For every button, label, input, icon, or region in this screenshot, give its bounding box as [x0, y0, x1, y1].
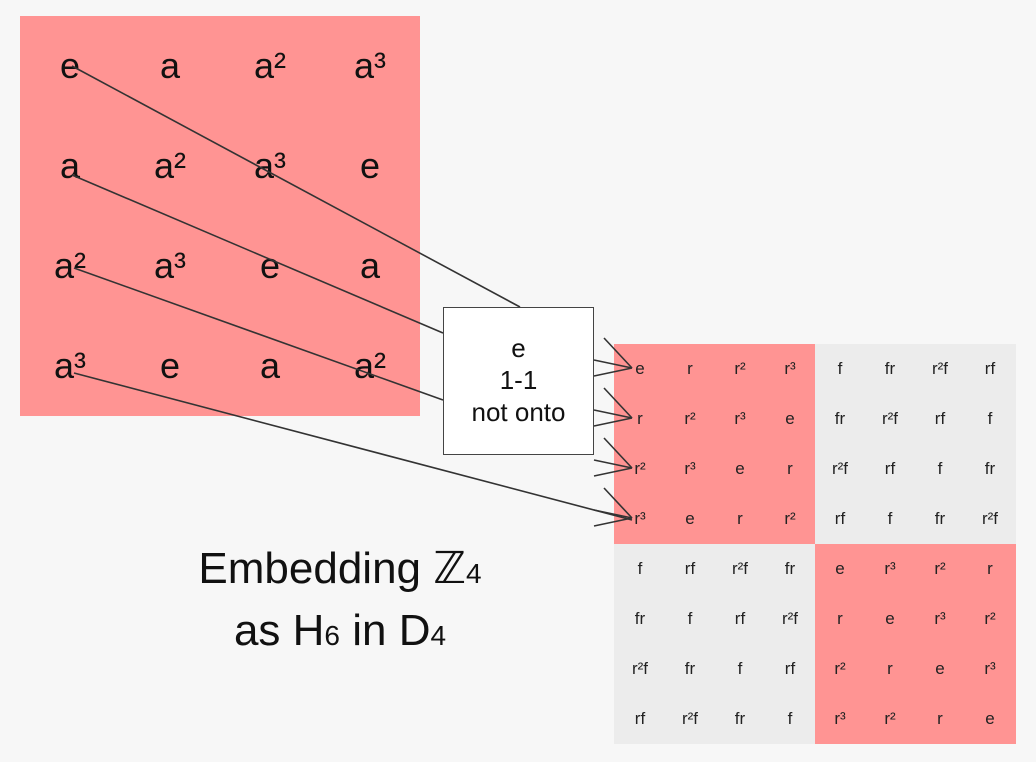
- d4-cell-0-2: r²: [734, 359, 746, 378]
- d4-cell-7-4: r³: [834, 709, 846, 728]
- d4-cell-0-0: e: [635, 359, 645, 378]
- d4-cell-6-2: f: [737, 659, 743, 678]
- caption-line-2: as H6 in D4: [233, 605, 447, 655]
- d4-cell-1-1: r²: [684, 409, 696, 428]
- z4-cell-3-0: a³: [53, 345, 86, 386]
- d4-cell-2-0: r²: [634, 459, 646, 478]
- d4-cell-4-2: r²f: [731, 559, 749, 578]
- d4-cell-1-4: fr: [834, 409, 846, 428]
- map-label-line-3: not onto: [471, 396, 566, 427]
- d4-cell-2-7: fr: [984, 459, 996, 478]
- d4-cell-4-1: rf: [684, 559, 696, 578]
- d4-cell-4-3: fr: [784, 559, 796, 578]
- z4-cell-3-1: e: [159, 345, 181, 386]
- z4-cell-0-3: a³: [353, 45, 386, 86]
- d4-cell-3-0: r³: [634, 509, 646, 528]
- d4-cell-6-4: r²: [834, 659, 846, 678]
- z4-cell-0-1: a: [159, 45, 181, 86]
- d4-cell-7-1: r²f: [681, 709, 699, 728]
- caption-line-1: Embedding ℤ4: [198, 544, 482, 593]
- z4-cell-1-0: a: [59, 145, 81, 186]
- d4-cell-7-3: f: [787, 709, 793, 728]
- d4-cell-0-1: r: [687, 359, 693, 378]
- d4-cell-6-3: rf: [784, 659, 796, 678]
- d4-cell-5-5: e: [885, 609, 895, 628]
- d4-cell-7-6: r: [937, 709, 943, 728]
- d4-cell-1-6: rf: [934, 409, 946, 428]
- d4-cell-4-5: r³: [884, 559, 896, 578]
- d4-cell-2-2: e: [735, 459, 745, 478]
- d4-cell-2-3: r: [787, 459, 793, 478]
- d4-cell-1-2: r³: [734, 409, 746, 428]
- d4-cell-5-0: fr: [634, 609, 646, 628]
- map-label-line-2: 1-1: [499, 365, 538, 396]
- map-label-line-1: e: [511, 333, 526, 364]
- d4-cell-6-5: r: [887, 659, 893, 678]
- d4-cell-0-6: r²f: [931, 359, 949, 378]
- z4-cell-0-2: a²: [253, 45, 286, 86]
- d4-cell-4-7: r: [987, 559, 993, 578]
- d4-cell-4-4: e: [835, 559, 845, 578]
- d4-cell-3-1: e: [685, 509, 695, 528]
- d4-cell-2-5: rf: [884, 459, 896, 478]
- d4-cell-0-5: fr: [884, 359, 896, 378]
- d4-cell-2-4: r²f: [831, 459, 849, 478]
- d4-cell-4-6: r²: [934, 559, 946, 578]
- d4-cell-6-0: r²f: [631, 659, 649, 678]
- d4-cell-0-7: rf: [984, 359, 996, 378]
- d4-cell-3-7: r²f: [981, 509, 999, 528]
- z4-cell-2-3: a: [359, 245, 381, 286]
- z4-cell-1-3: e: [359, 145, 381, 186]
- d4-cell-1-3: e: [785, 409, 795, 428]
- z4-cell-0-0: e: [59, 45, 81, 86]
- d4-cell-3-4: rf: [834, 509, 846, 528]
- d4-cell-6-6: e: [935, 659, 945, 678]
- map-label-box: e 1-1 not onto: [443, 307, 594, 455]
- d4-cell-5-7: r²: [984, 609, 996, 628]
- z4-cell-3-2: a: [259, 345, 281, 386]
- z4-cayley-table: e a a² a³ a a² a³ e a² a³ e a a³ e a a²: [20, 16, 420, 416]
- integers-symbol: ℤ: [433, 544, 466, 593]
- z4-cell-2-0: a²: [53, 245, 86, 286]
- d4-cell-7-7: e: [985, 709, 995, 728]
- d4-cell-3-2: r: [737, 509, 743, 528]
- d4-cell-7-0: rf: [634, 709, 646, 728]
- z4-cell-2-2: e: [259, 245, 281, 286]
- d4-cell-2-6: f: [937, 459, 943, 478]
- d4-cell-5-6: r³: [934, 609, 946, 628]
- z4-cell-1-2: a³: [253, 145, 286, 186]
- d4-cell-5-4: r: [837, 609, 843, 628]
- d4-cell-0-4: f: [837, 359, 843, 378]
- z4-cell-2-1: a³: [153, 245, 186, 286]
- d4-cell-6-7: r³: [984, 659, 996, 678]
- d4-block-bottom-right: [815, 544, 1016, 744]
- d4-cell-7-2: fr: [734, 709, 746, 728]
- d4-cell-3-5: f: [887, 509, 893, 528]
- d4-cell-2-1: r³: [684, 459, 696, 478]
- d4-cell-3-3: r²: [784, 509, 796, 528]
- d4-cell-7-5: r²: [884, 709, 896, 728]
- d4-cell-0-3: r³: [784, 359, 796, 378]
- d4-cell-5-1: f: [687, 609, 693, 628]
- d4-cell-1-7: f: [987, 409, 993, 428]
- d4-cell-6-1: fr: [684, 659, 696, 678]
- d4-cell-1-5: r²f: [881, 409, 899, 428]
- z4-cell-1-1: a²: [153, 145, 186, 186]
- d4-cell-3-6: fr: [934, 509, 946, 528]
- d4-cell-5-3: r²f: [781, 609, 799, 628]
- d4-cell-4-0: f: [637, 559, 643, 578]
- caption: Embedding ℤ4 as H6 in D4: [150, 538, 530, 661]
- d4-block-top-left: [614, 344, 815, 544]
- d4-cell-1-0: r: [637, 409, 643, 428]
- d4-cell-5-2: rf: [734, 609, 746, 628]
- z4-cell-3-3: a²: [353, 345, 386, 386]
